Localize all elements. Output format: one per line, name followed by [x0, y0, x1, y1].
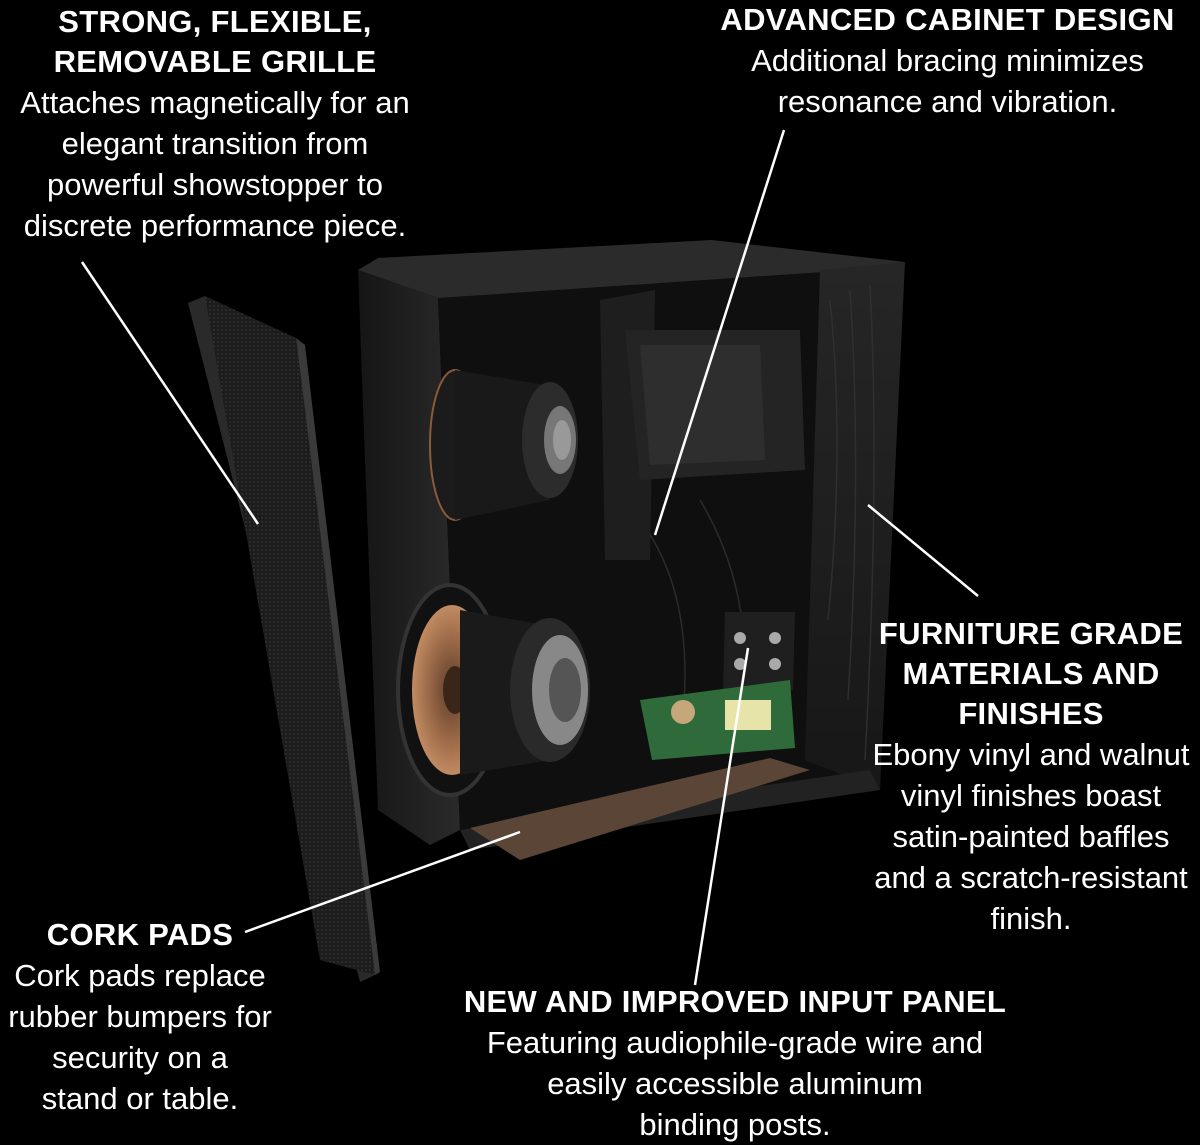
callout-grille: STRONG, FLEXIBLE, REMOVABLE GRILLE Attac… [0, 2, 430, 246]
input-panel [640, 612, 795, 760]
callout-grille-title: STRONG, FLEXIBLE, REMOVABLE GRILLE [53, 4, 377, 79]
tweeter-horn [429, 369, 578, 521]
callout-cabinet: ADVANCED CABINET DESIGN Additional braci… [715, 0, 1180, 122]
callout-cabinet-body: Additional bracing minimizes resonance a… [751, 43, 1144, 119]
cork-pad [470, 758, 810, 860]
woofer [396, 583, 590, 797]
callout-input-body: Featuring audiophile-grade wire and easi… [486, 1025, 984, 1142]
leader-line-cabinet [653, 129, 786, 536]
callout-cork-title: CORK PADS [46, 917, 234, 952]
callout-input: NEW AND IMPROVED INPUT PANEL Featuring a… [460, 982, 1010, 1145]
leader-line-furniture [867, 504, 979, 597]
callout-cork-body: Cork pads replace rubber bumpers for sec… [8, 958, 272, 1116]
callout-furniture-title: FURNITURE GRADE MATERIALS AND FINISHES [878, 616, 1184, 731]
callout-cork: CORK PADS Cork pads replace rubber bumpe… [0, 915, 280, 1119]
callout-furniture: FURNITURE GRADE MATERIALS AND FINISHES E… [862, 614, 1200, 939]
callout-furniture-body: Ebony vinyl and walnut vinyl finishes bo… [872, 737, 1190, 936]
leader-line-input [693, 647, 750, 986]
callout-input-title: NEW AND IMPROVED INPUT PANEL [463, 984, 1007, 1019]
leader-line-cork [244, 830, 521, 934]
callout-cabinet-title: ADVANCED CABINET DESIGN [720, 2, 1175, 37]
leader-lines [80, 129, 979, 986]
grille-panel [188, 296, 380, 982]
callout-grille-body: Attaches magnetically for an elegant tra… [20, 85, 410, 243]
leader-line-grille [80, 261, 260, 525]
